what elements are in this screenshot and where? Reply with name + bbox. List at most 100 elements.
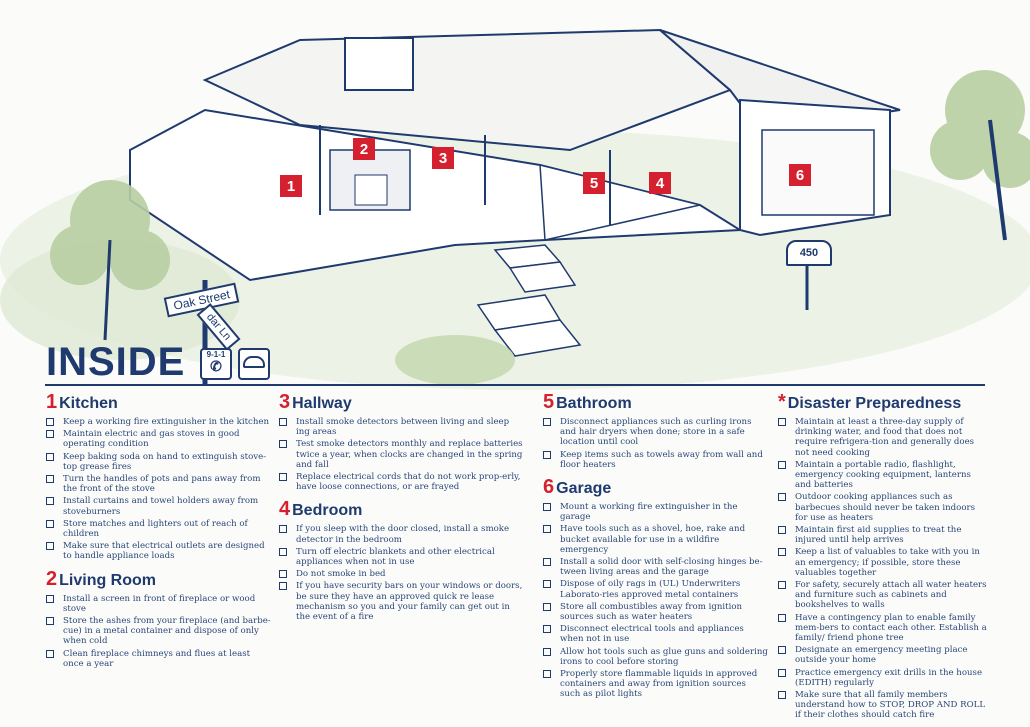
marker-living-room: 2 [353, 138, 375, 160]
checklist-item: If you sleep with the door closed, insta… [279, 524, 524, 545]
checklist-item: Maintain a portable radio, flashlight, e… [778, 460, 988, 491]
checklist-item-text: Store the ashes from your fireplace (and… [63, 616, 271, 647]
checklist-item: Replace electrical cords that do not wor… [279, 472, 524, 492]
checklist-item-text: Keep a list of valuables to take with yo… [795, 547, 980, 578]
page-title: INSIDE [46, 340, 186, 384]
checklist-item: Keep items such as towels away from wall… [543, 450, 768, 470]
checkbox-icon [778, 418, 786, 426]
checklist-item: Have a contingency plan to enable family… [778, 613, 988, 644]
marker-bedroom: 4 [649, 172, 671, 194]
checklist-item-text: Store all combustibles away from ignitio… [560, 601, 743, 623]
checkbox-icon [778, 646, 786, 655]
checkbox-icon [543, 602, 551, 611]
checklist-item: Clean fireplace chimneys and flues at le… [46, 649, 271, 669]
checkbox-icon [543, 450, 551, 459]
checkbox-icon [279, 547, 287, 556]
floor [129, 108, 744, 282]
checkbox-icon [543, 525, 551, 534]
checklist-item: Install smoke detectors between living a… [279, 417, 524, 437]
checklist-item-text: If you sleep with the door closed, insta… [296, 524, 510, 545]
checklist-item-text: Mount a working fire extinguisher in the… [560, 502, 738, 523]
smoke-detector-icon [238, 348, 270, 380]
checkbox-icon [543, 625, 551, 634]
checklist-item: Make sure that electrical outlets are de… [46, 541, 271, 561]
marker-bathroom: 5 [583, 172, 605, 194]
checklist-item: Designate an emergency meeting place out… [778, 645, 988, 665]
checkbox-icon [46, 497, 54, 506]
checklist-item: Store all combustibles away from ignitio… [543, 602, 768, 622]
tree-left [50, 180, 170, 290]
checklist-item: Maintain at least a three-day supply of … [778, 417, 988, 458]
section-title: Kitchen [59, 395, 118, 412]
section-number: 2 [46, 567, 58, 590]
checklist-item-text: Install a screen in front of fireplace o… [63, 593, 256, 614]
house-illustration [0, 28, 1030, 390]
checklist-item: Practice emergency exit drills in the ho… [778, 668, 988, 688]
checklist-item: Install a screen in front of fireplace o… [46, 594, 271, 614]
checklist-item: Disconnect appliances such as curling ir… [543, 417, 768, 448]
checklist-bathroom: Disconnect appliances such as curling ir… [543, 417, 768, 470]
checklist-item-text: For safety, securely attach all water he… [795, 580, 987, 611]
checklist-kitchen: Keep a working fire extinguisher in the … [46, 417, 271, 562]
checklist-item-text: Allow hot tools such as glue guns and so… [560, 646, 768, 667]
mailbox: 450 [786, 240, 832, 266]
checklist-item: Do not smoke in bed [279, 569, 524, 579]
checkbox-icon [279, 582, 287, 591]
checkbox-icon [279, 440, 287, 449]
checkbox-icon [46, 452, 54, 461]
checklist-item-text: Install curtains and towel holders away … [63, 496, 259, 517]
checklist-item-text: Maintain a portable radio, flashlight, e… [795, 459, 971, 491]
checkbox-icon [279, 570, 287, 579]
section-number: 1 [46, 391, 58, 413]
checklist-item: Properly store flammable liquids in appr… [543, 669, 768, 700]
checklist-item-text: Test smoke detectors monthly and replace… [296, 439, 523, 470]
checklist-item-text: Maintain at least a three-day supply of … [795, 417, 975, 458]
checklist-item: Keep a list of valuables to take with yo… [778, 547, 988, 578]
section-title: Disaster Preparedness [787, 395, 962, 412]
checkbox-icon [543, 558, 551, 567]
checklist-item: Dispose of oily rags in (UL) Underwriter… [543, 579, 768, 600]
checklist-item-text: Store matches and lighters out of reach … [63, 518, 248, 540]
section-number: * [778, 391, 786, 413]
checkbox-icon [778, 493, 786, 502]
checklist-item: Maintain electric and gas stoves in good… [46, 429, 271, 449]
checklist-item-text: Keep items such as towels away from wall… [560, 449, 763, 470]
checklist-item-text: Maintain first aid supplies to treat the… [795, 525, 962, 546]
checklist-bedroom: If you sleep with the door closed, insta… [279, 524, 524, 622]
checklist-item-text: Disconnect appliances such as curling ir… [560, 417, 752, 448]
marker-garage: 6 [789, 164, 811, 186]
checklist-item: If you have security bars on your window… [279, 581, 524, 622]
checklist-item: Store the ashes from your fireplace (and… [46, 616, 271, 647]
checklist-item: Have tools such as a shovel, hoe, rake a… [543, 524, 768, 555]
section-heading-disaster-preparedness: *Disaster Preparedness [778, 391, 988, 414]
section-number: 4 [279, 498, 291, 521]
checklist-item: Disconnect electrical tools and applianc… [543, 624, 768, 644]
checklist-item: Make sure that all family members unders… [778, 690, 988, 721]
checkbox-icon [543, 418, 551, 426]
checkbox-icon [279, 418, 287, 426]
checklist-item-text: Have tools such as a shovel, hoe, rake a… [560, 524, 746, 555]
checklist-item-text: If you have security bars on your window… [296, 581, 523, 623]
marker-hallway: 3 [432, 147, 454, 169]
checklist-item: Test smoke detectors monthly and replace… [279, 439, 524, 470]
checklist-item-text: Install smoke detectors between living a… [296, 417, 510, 438]
chimney [344, 37, 414, 91]
checklist-item: Store matches and lighters out of reach … [46, 519, 271, 539]
marker-kitchen: 1 [280, 175, 302, 197]
checklist-item-text: Designate an emergency meeting place out… [795, 645, 968, 666]
checkbox-icon [778, 548, 786, 557]
checklist-item: Turn off electric blankets and other ele… [279, 547, 524, 567]
checkbox-icon [543, 670, 551, 679]
checklist-item-text: Outdoor cooking appliances such as barbe… [795, 492, 976, 523]
checklist-item-text: Practice emergency exit drills in the ho… [795, 667, 983, 688]
checkbox-icon [46, 418, 54, 426]
checklist-item: Install curtains and towel holders away … [46, 496, 271, 517]
